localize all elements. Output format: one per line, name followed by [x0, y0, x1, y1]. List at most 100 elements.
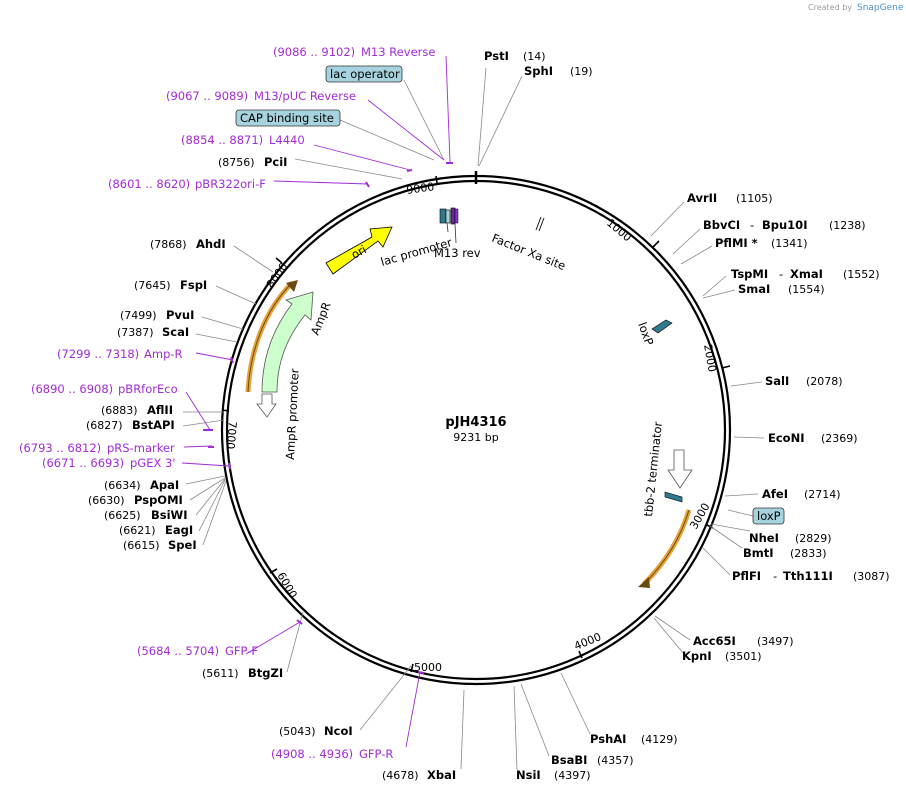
factor-xa-mark-a: [535, 216, 542, 231]
primer-pbr322ori-name: pBR322ori-F: [195, 177, 266, 191]
tick-label-2000: 2000: [701, 343, 719, 373]
tick-5000: [410, 663, 414, 673]
site-avrii: AvrII: [687, 191, 717, 205]
loxp-box: [752, 507, 785, 525]
leader-sali: [730, 381, 763, 387]
leader-xbai: [460, 689, 465, 770]
primer-leader-pbrforeco: [185, 391, 211, 431]
leader-smai: [702, 289, 736, 299]
primer-amp-r-name: Amp-R: [144, 347, 183, 361]
tick-2000: [721, 365, 731, 369]
right-leaders: [477, 67, 765, 771]
primer-pbrforeco-range: (6890 .. 6908): [31, 382, 113, 396]
leader-loxp-box: [727, 509, 754, 517]
site-pflfi-pos: (3087): [853, 570, 890, 583]
orange-arc-left-head: [286, 280, 298, 292]
leader-eagi: [198, 479, 226, 532]
lac-promoter-block: [439, 208, 447, 224]
leader-apai: [185, 475, 226, 485]
tbb2-terminator-label: tbb-2 terminator: [641, 421, 665, 518]
site-eagi: EagI: [165, 523, 193, 537]
tick-8000: [275, 257, 283, 264]
site-pshai-pos: (4129): [641, 733, 678, 746]
primer-m13-reverse-name: M13 Reverse: [361, 45, 435, 59]
tick-label-6000: 6000: [274, 570, 299, 601]
site-scai: ScaI: [162, 325, 189, 339]
lac-operator-label: lac operator: [330, 67, 400, 81]
site-apai: ApaI: [150, 478, 179, 492]
site-sphi-pos: (19): [570, 65, 593, 78]
site-smai: SmaI: [738, 282, 770, 296]
site-afliii-pos: (6883): [101, 404, 138, 417]
site-smai-pos: (1554): [788, 283, 825, 296]
primer-leaders: [181, 55, 451, 748]
primer-pgex-range: (6671 .. 6693): [42, 456, 124, 470]
plasmid-length: 9231 bp: [453, 431, 498, 444]
site-bbvci-pos: (1238): [829, 219, 866, 232]
site-bbvci: BbvCI: [703, 218, 740, 232]
site-afei: AfeI: [762, 487, 788, 501]
site-sali-pos: (2078): [806, 375, 843, 388]
site-xmai: XmaI: [790, 267, 823, 281]
site-tspmi-pos: (1552): [843, 268, 880, 281]
leader-sphi: [478, 75, 523, 167]
primer-l4440-range: (8854 .. 8871): [181, 133, 263, 147]
leader-ahdi: [233, 245, 274, 273]
site-pspomi-pos: (6630): [88, 494, 125, 507]
created-by-label: Created by: [808, 3, 852, 12]
leader-bsiwi: [195, 478, 226, 516]
leader-econi: [733, 436, 765, 439]
snapgene-logo-text: SnapGene: [857, 3, 904, 13]
site-avrii-pos: (1105): [736, 192, 773, 205]
site-bstapi-pos: (6827): [86, 419, 123, 432]
leader-pflfi: [702, 547, 731, 576]
site-bsabi-pos: (4357): [597, 754, 634, 767]
leader-pspomi: [189, 477, 226, 501]
site-ahdi: AhdI: [196, 237, 226, 251]
site-psti: PstI: [484, 49, 509, 63]
primer-leader-gfp-f: [245, 621, 301, 655]
site-afei-pos: (2714): [804, 488, 841, 501]
site-bpu10i: Bpu10I: [762, 218, 807, 232]
leader-psti: [477, 67, 487, 167]
cap-binding-site-label: CAP binding site: [240, 111, 334, 125]
site-bbvci-dash: -: [750, 218, 754, 232]
site-psti-pos: (14): [523, 50, 546, 63]
lac-operator-box: [325, 65, 403, 83]
primer-gfp-f-range: (5684 .. 5704): [137, 644, 219, 658]
primer-mark-l4440: [406, 169, 413, 172]
leader-bstapi: [182, 419, 225, 427]
site-sali: SalI: [765, 374, 789, 388]
leader-pcii: [294, 158, 403, 180]
loxp-inner-label: loxP: [635, 320, 656, 347]
site-acc65i: Acc65I: [693, 634, 736, 648]
site-acc65i-pos: (3497): [757, 635, 794, 648]
primer-mark-gfp-r: [417, 671, 425, 674]
loxp-inner-bottom: [664, 491, 683, 503]
site-pshai: PshAI: [590, 732, 626, 746]
primer-leader-amp-r: [195, 352, 234, 361]
site-nhei-pos: (2829): [795, 532, 832, 545]
primer-prs-marker-name: pRS-marker: [107, 441, 175, 455]
primer-l4440-name: L4440: [269, 133, 305, 147]
site-ncoi-pos: (5043): [279, 725, 316, 738]
loxp-box-label: loxP: [757, 509, 781, 523]
ampr-promoter-label: AmpR promoter: [283, 368, 302, 460]
site-xbai: XbaI: [427, 768, 456, 782]
leader-bmti: [709, 525, 743, 549]
tick-label-9000: 9000: [406, 180, 436, 197]
m13-rev-leader: [454, 223, 457, 244]
site-bsiwi-pos: (6625): [104, 509, 141, 522]
site-pvui: PvuI: [166, 308, 194, 322]
tick-7000: [221, 409, 230, 412]
primer-gfp-r-name: GFP-R: [359, 747, 393, 761]
ori-arrow: [325, 226, 393, 275]
site-tspmi: TspMI: [731, 267, 768, 281]
primer-amp-r-range: (7299 .. 7318): [57, 347, 139, 361]
leader-pshai: [560, 672, 591, 735]
factor-xa-mark-b: [538, 217, 545, 232]
primer-leader-gfp-r: [405, 671, 421, 748]
site-pspomi: PspOMI: [134, 493, 183, 507]
site-eagi-pos: (6621): [119, 524, 156, 537]
site-kpni: KpnI: [682, 649, 712, 663]
